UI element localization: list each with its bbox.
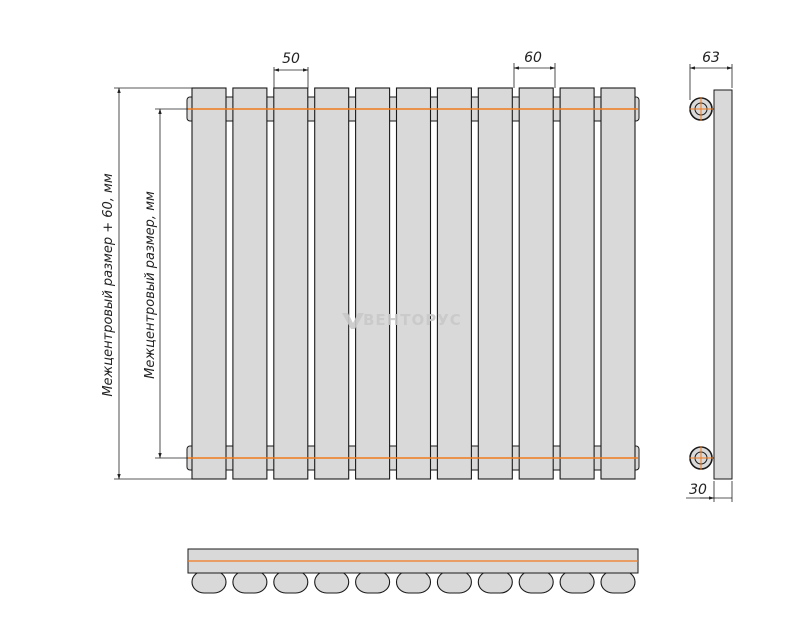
dim-section-width-label: 50 [282, 51, 300, 67]
radiator-section [273, 87, 309, 480]
top-view-tube [395, 570, 432, 594]
radiator-section [559, 87, 595, 480]
radiator-section [600, 87, 636, 480]
top-view-tube [273, 570, 309, 594]
dim-section-pitch: 60 [513, 50, 556, 88]
top-pipe-end-icon [689, 97, 713, 121]
dim-center-distance-label: Межцентровый размер, мм [143, 191, 158, 379]
radiator-section [232, 87, 268, 480]
top-view-tube [232, 570, 268, 594]
front-sections [191, 87, 636, 480]
watermark: ВЕНТОРУС [342, 311, 462, 329]
dim-depth: 63 [689, 50, 733, 100]
dim-center-distance: Межцентровый размер, мм [143, 108, 188, 459]
watermark-text: ВЕНТОРУС [363, 311, 462, 329]
top-view-tube [355, 570, 391, 594]
radiator-section [436, 87, 472, 480]
dim-overall-height-label: Межцентровый размер + 60, мм [101, 173, 116, 397]
radiator-section [355, 87, 391, 480]
top-view [187, 548, 639, 594]
top-tubes [191, 570, 636, 594]
dim-section-pitch-label: 60 [524, 50, 542, 66]
dim-depth-label: 63 [702, 50, 720, 66]
top-view-tube [436, 570, 472, 594]
top-view-tube [559, 570, 595, 594]
top-view-tube [314, 570, 350, 594]
radiator-section [191, 87, 227, 480]
radiator-section [518, 87, 554, 480]
radiator-section [477, 87, 513, 480]
dim-overall-height: Межцентровый размер + 60, мм [101, 87, 192, 480]
bottom-pipe-end-icon [689, 446, 713, 470]
dim-offset-label: 30 [689, 482, 707, 498]
dim-offset: 30 [686, 481, 733, 502]
top-view-tube [477, 570, 513, 594]
top-view-tube [518, 570, 554, 594]
dim-section-width: 50 [273, 51, 309, 88]
top-view-tube [600, 570, 636, 594]
radiator-section [314, 87, 350, 480]
v-logo-icon [342, 313, 364, 329]
side-view: 63 30 [686, 50, 733, 502]
side-panel [713, 89, 733, 480]
radiator-section [395, 87, 432, 480]
top-view-tube [191, 570, 227, 594]
front-view: 50 60 Межцентровый размер + 60, мм Межце… [101, 50, 640, 480]
